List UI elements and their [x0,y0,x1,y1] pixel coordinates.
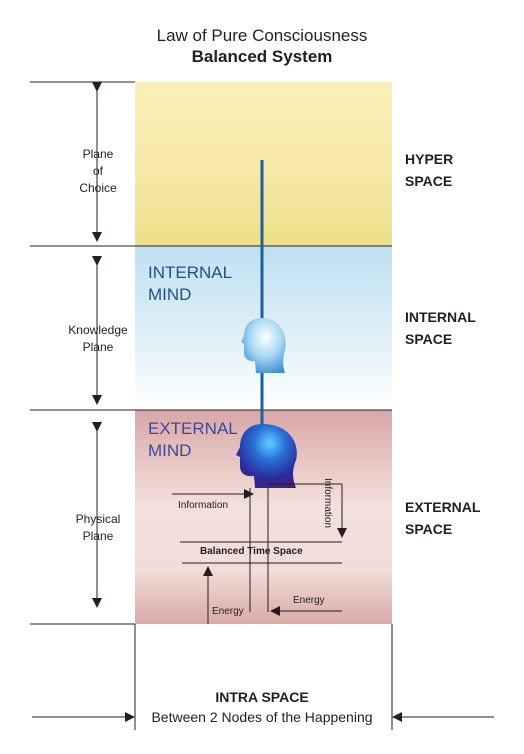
balanced-time-space-label: Balanced Time Space [200,546,303,557]
information-in-label: Information [178,500,229,511]
energy-right-label: Energy [293,595,325,606]
internal-head-icon [241,318,286,373]
title-line-1: Law of Pure Consciousness [156,26,368,45]
energy-left-label: Energy [212,606,244,617]
information-out-label: Information [322,478,333,529]
title-line-2: Balanced System [191,47,333,66]
intra-space-subtitle: Between 2 Nodes of the Happening [151,709,373,725]
external-head-icon [236,424,297,488]
intra-space-title: INTRA SPACE [215,689,309,705]
